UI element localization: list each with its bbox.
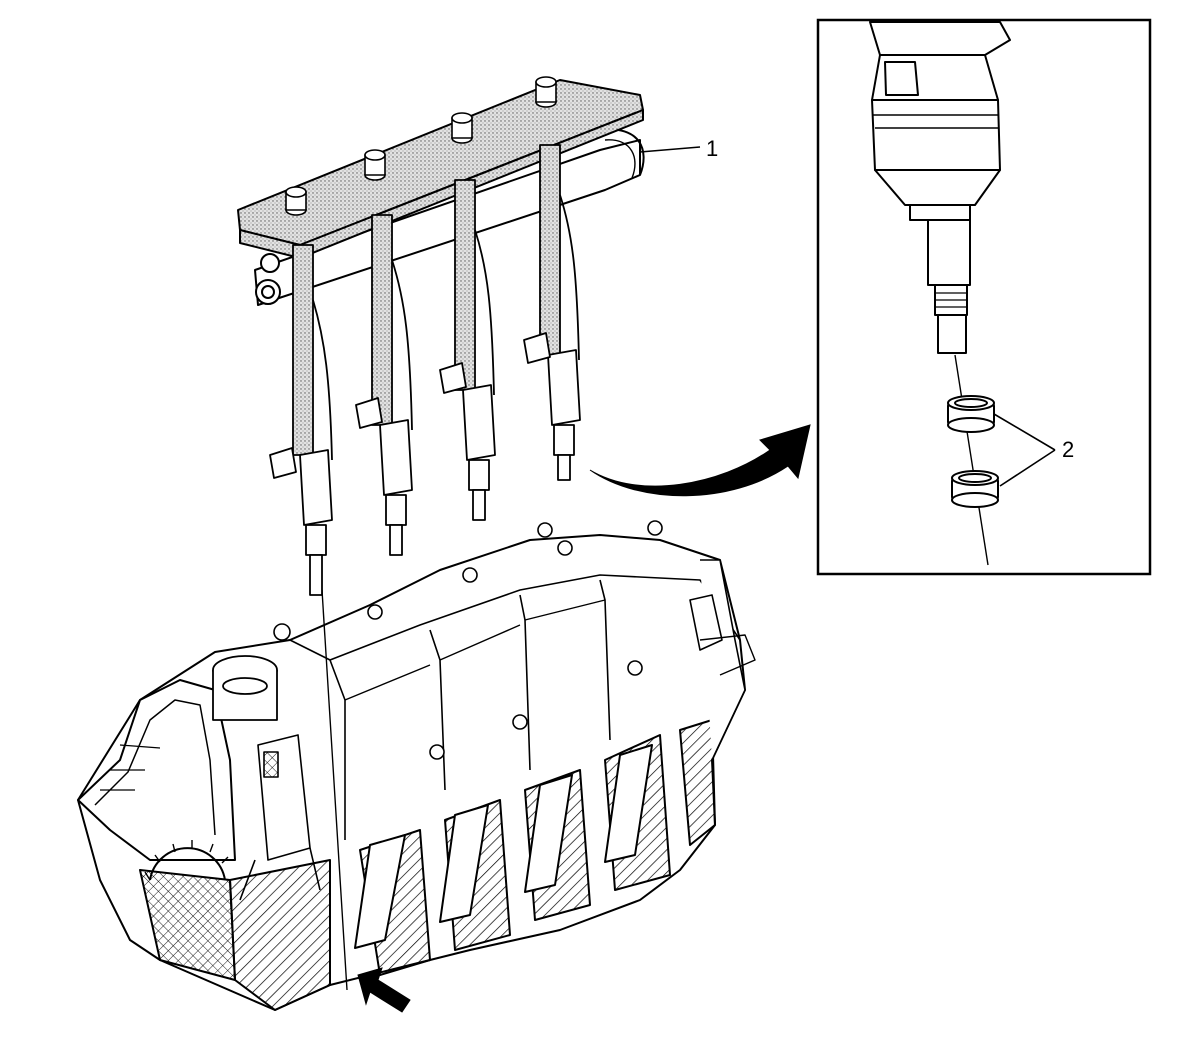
electrical-connector: [239, 734, 321, 901]
injector-3: [439, 179, 496, 521]
injector-1: [269, 244, 333, 596]
seal-upper: [947, 395, 995, 433]
callout-1: 1: [639, 136, 718, 161]
seal-axis-line: [954, 354, 989, 566]
callout-2-label: 2: [1062, 437, 1074, 462]
callout-2: 2: [1062, 437, 1074, 462]
leader-lines-seals: [993, 413, 1056, 487]
injector-2: [355, 214, 413, 556]
cylinder-head: [77, 520, 756, 1011]
seal-lower: [951, 470, 999, 508]
port-pointer-arrow: [357, 967, 411, 1013]
fuel-rail-assembly: [237, 76, 645, 596]
detail-arrow: [589, 424, 811, 497]
vvt-housing: [212, 655, 278, 721]
head-bolts: [273, 520, 663, 760]
rail-bolts: [285, 76, 557, 216]
callout-1-label: 1: [706, 136, 718, 161]
injector-4: [523, 144, 581, 481]
injector-closeup: [869, 21, 1011, 354]
detail-box: [816, 18, 1152, 576]
